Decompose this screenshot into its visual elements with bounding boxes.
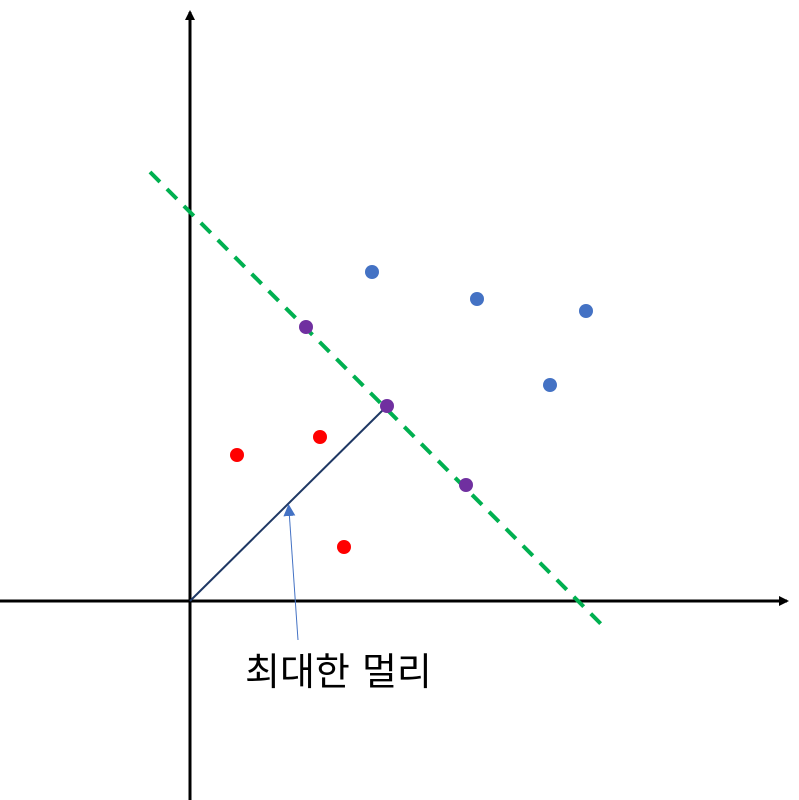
data-point-support-vectors [459,478,473,492]
data-point-support-vectors [380,399,394,413]
margin-distance-line [189,405,388,602]
data-point-class-b [230,448,244,462]
data-point-class-a [470,292,484,306]
data-point-class-a [543,378,557,392]
decision-boundary-line [148,170,606,629]
annotation-arrow-icon [283,504,299,641]
data-points [230,265,593,554]
data-point-class-b [313,430,327,444]
data-point-class-a [365,265,379,279]
max-margin-label: 최대한 멀리 [245,650,432,694]
data-point-class-a [579,304,593,318]
data-point-class-b [337,540,351,554]
axes [0,10,789,800]
data-point-support-vectors [299,320,313,334]
